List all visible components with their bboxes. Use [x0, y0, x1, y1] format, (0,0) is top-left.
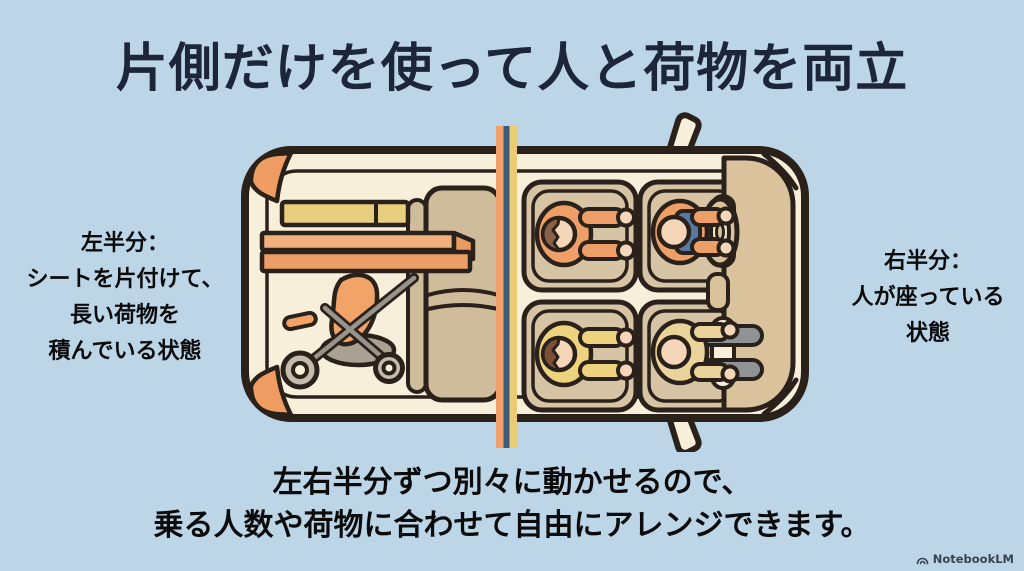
passenger-front-bottom — [650, 318, 764, 386]
caption-line: シートを片付けて、 — [26, 267, 224, 292]
watermark-label: NotebookLM — [932, 552, 1014, 566]
folded-seat — [406, 185, 503, 403]
van-top-view — [241, 112, 809, 456]
lumber-planks — [259, 230, 476, 274]
front-corner-seam — [761, 151, 799, 191]
yellow-board — [279, 199, 411, 228]
front-corner-seam — [761, 377, 799, 417]
tail-light-bottom — [248, 364, 294, 418]
side-mirror-top-icon — [665, 112, 702, 157]
van-illustration — [228, 112, 812, 456]
half-divider — [496, 126, 517, 448]
passenger-rear-bottom — [534, 320, 636, 388]
caption-line: 積んでいる状態 — [48, 339, 202, 364]
passenger-rear-top — [534, 200, 636, 268]
side-mirror-bottom-icon — [665, 411, 702, 456]
left-half-caption: 左半分： シートを片付けて、 長い荷物を 積んでいる状態 — [16, 226, 234, 370]
tail-light-top — [248, 150, 294, 204]
caption-line: 状態 — [905, 321, 950, 346]
page-title: 片側だけを使って人と荷物を両立 — [115, 39, 909, 99]
caption-line: 乗る人数や荷物に合わせて自由にアレンジできます。 — [153, 508, 871, 543]
caption-line: 左半分： — [80, 231, 169, 256]
caption-line: 右半分： — [883, 249, 972, 274]
caption-line: 人が座っている — [851, 285, 1005, 310]
right-half-caption: 右半分： 人が座っている 状態 — [834, 244, 1022, 352]
notebooklm-logo-icon — [916, 557, 929, 564]
caption-line: 長い荷物を — [69, 303, 180, 328]
stroller-icon — [280, 272, 419, 390]
notebooklm-watermark: NotebookLM — [916, 552, 1014, 566]
caption-line: 左右半分ずつ別々に動かせるので、 — [272, 465, 752, 500]
driver — [650, 198, 736, 266]
bottom-caption: 左右半分ずつ別々に動かせるので、 乗る人数や荷物に合わせて自由にアレンジできます… — [0, 461, 1024, 547]
